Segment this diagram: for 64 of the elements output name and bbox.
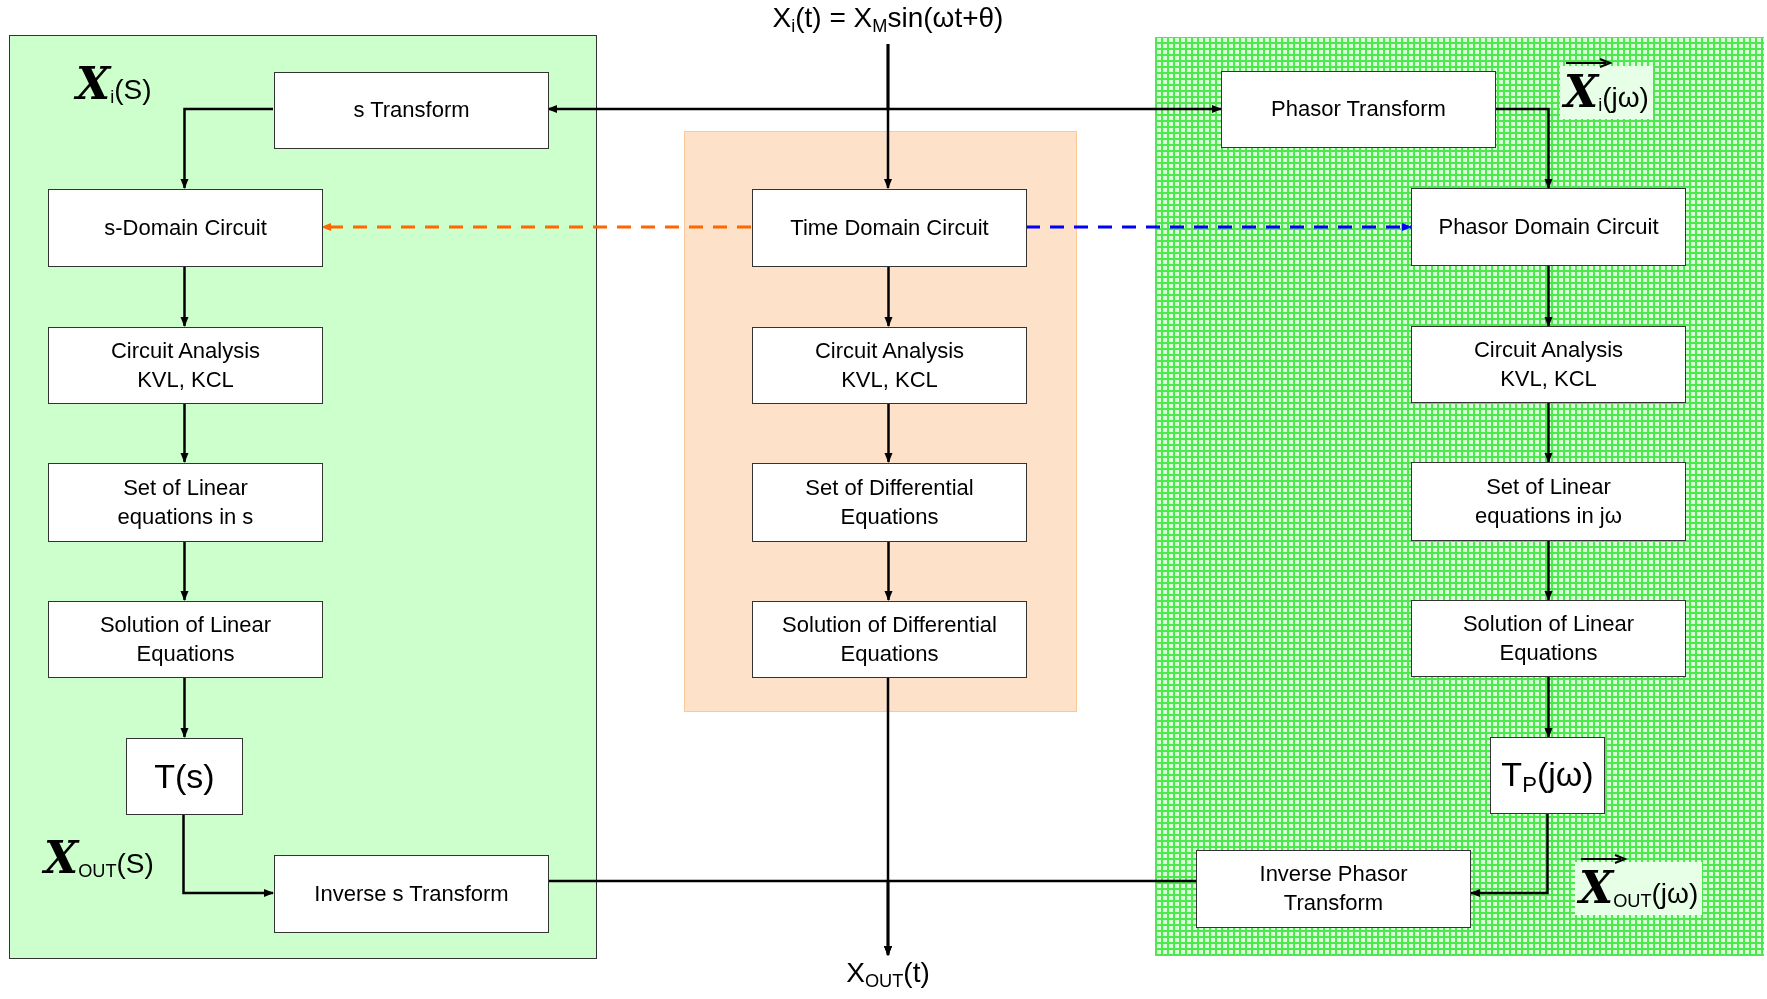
process-box — [752, 327, 1027, 404]
signal-label: X$_{OUT}$(t) — [846, 956, 930, 993]
arrow — [884, 879, 1196, 956]
grid-panel — [1155, 37, 1764, 956]
math-label: X$_{OUT}$(S) — [40, 832, 158, 885]
process-box — [126, 738, 243, 815]
process-box — [48, 601, 323, 678]
signal-label: X$_{i}$(t) = X$_{M}$sin(ωt+θ) — [772, 1, 1004, 38]
arrow — [884, 266, 893, 327]
process-box — [1411, 600, 1686, 677]
process-box — [1411, 188, 1686, 266]
box-text: Set of Differential Equations — [804, 473, 975, 531]
arrow — [1544, 403, 1553, 463]
arrow — [182, 814, 274, 897]
math-label: X$_{i}$(S) — [72, 58, 156, 111]
box-text: Solution of Differential Equations — [781, 610, 998, 668]
arrow — [180, 403, 189, 463]
process-box — [1196, 850, 1471, 928]
arrow — [884, 403, 893, 463]
arrow — [1544, 266, 1553, 327]
box-text: Solution of Linear Equations — [1461, 609, 1636, 667]
arrow — [1544, 677, 1553, 738]
arrow — [884, 541, 893, 601]
arrow — [886, 44, 1222, 113]
box-text: Solution of Linear Equations — [98, 610, 273, 668]
arrow — [1496, 107, 1553, 189]
box-text: Set of Linear equations in s — [116, 473, 255, 531]
process-box — [1490, 737, 1605, 814]
math-label: X$_{OUT}$(jω) — [1575, 862, 1703, 915]
box-text: Circuit Analysis KVL, KCL — [1472, 335, 1625, 393]
process-box — [752, 189, 1027, 267]
arrow — [1544, 541, 1553, 601]
box-text: T(s) — [154, 756, 215, 798]
box-text: Circuit Analysis KVL, KCL — [813, 336, 966, 394]
arrow — [180, 107, 273, 189]
box-text: Set of Linear equations in jω — [1474, 472, 1623, 530]
box-text: Circuit Analysis KVL, KCL — [109, 336, 262, 394]
panel — [684, 131, 1077, 712]
process-box — [1411, 462, 1686, 541]
dashed-arrow — [321, 223, 751, 231]
box-text: Inverse Phasor Transform — [1258, 860, 1409, 917]
box-text: Time Domain Circuit — [790, 213, 989, 242]
process-box — [1411, 326, 1686, 403]
arrow — [1470, 814, 1549, 897]
process-box — [274, 72, 549, 149]
panel — [9, 35, 597, 959]
process-box — [752, 463, 1027, 542]
arrow — [180, 266, 189, 327]
dashed-arrow — [1026, 223, 1412, 231]
arrow — [180, 677, 189, 738]
box-text: T$_{P}$(jω) — [1501, 753, 1594, 799]
box-text: Inverse s Transform — [314, 879, 509, 908]
process-box — [48, 327, 323, 404]
math-label: X$_{i}$(jω) — [1560, 66, 1653, 119]
process-box — [752, 601, 1027, 678]
process-box — [48, 463, 323, 542]
process-box — [48, 189, 323, 267]
box-text: s Transform — [353, 96, 470, 125]
box-text: Phasor Domain Circuit — [1438, 212, 1659, 241]
arrow — [180, 541, 189, 601]
box-text: s-Domain Circuit — [104, 213, 267, 242]
process-box — [1221, 71, 1496, 148]
box-text: Phasor Transform — [1271, 95, 1446, 124]
process-box — [274, 855, 549, 933]
